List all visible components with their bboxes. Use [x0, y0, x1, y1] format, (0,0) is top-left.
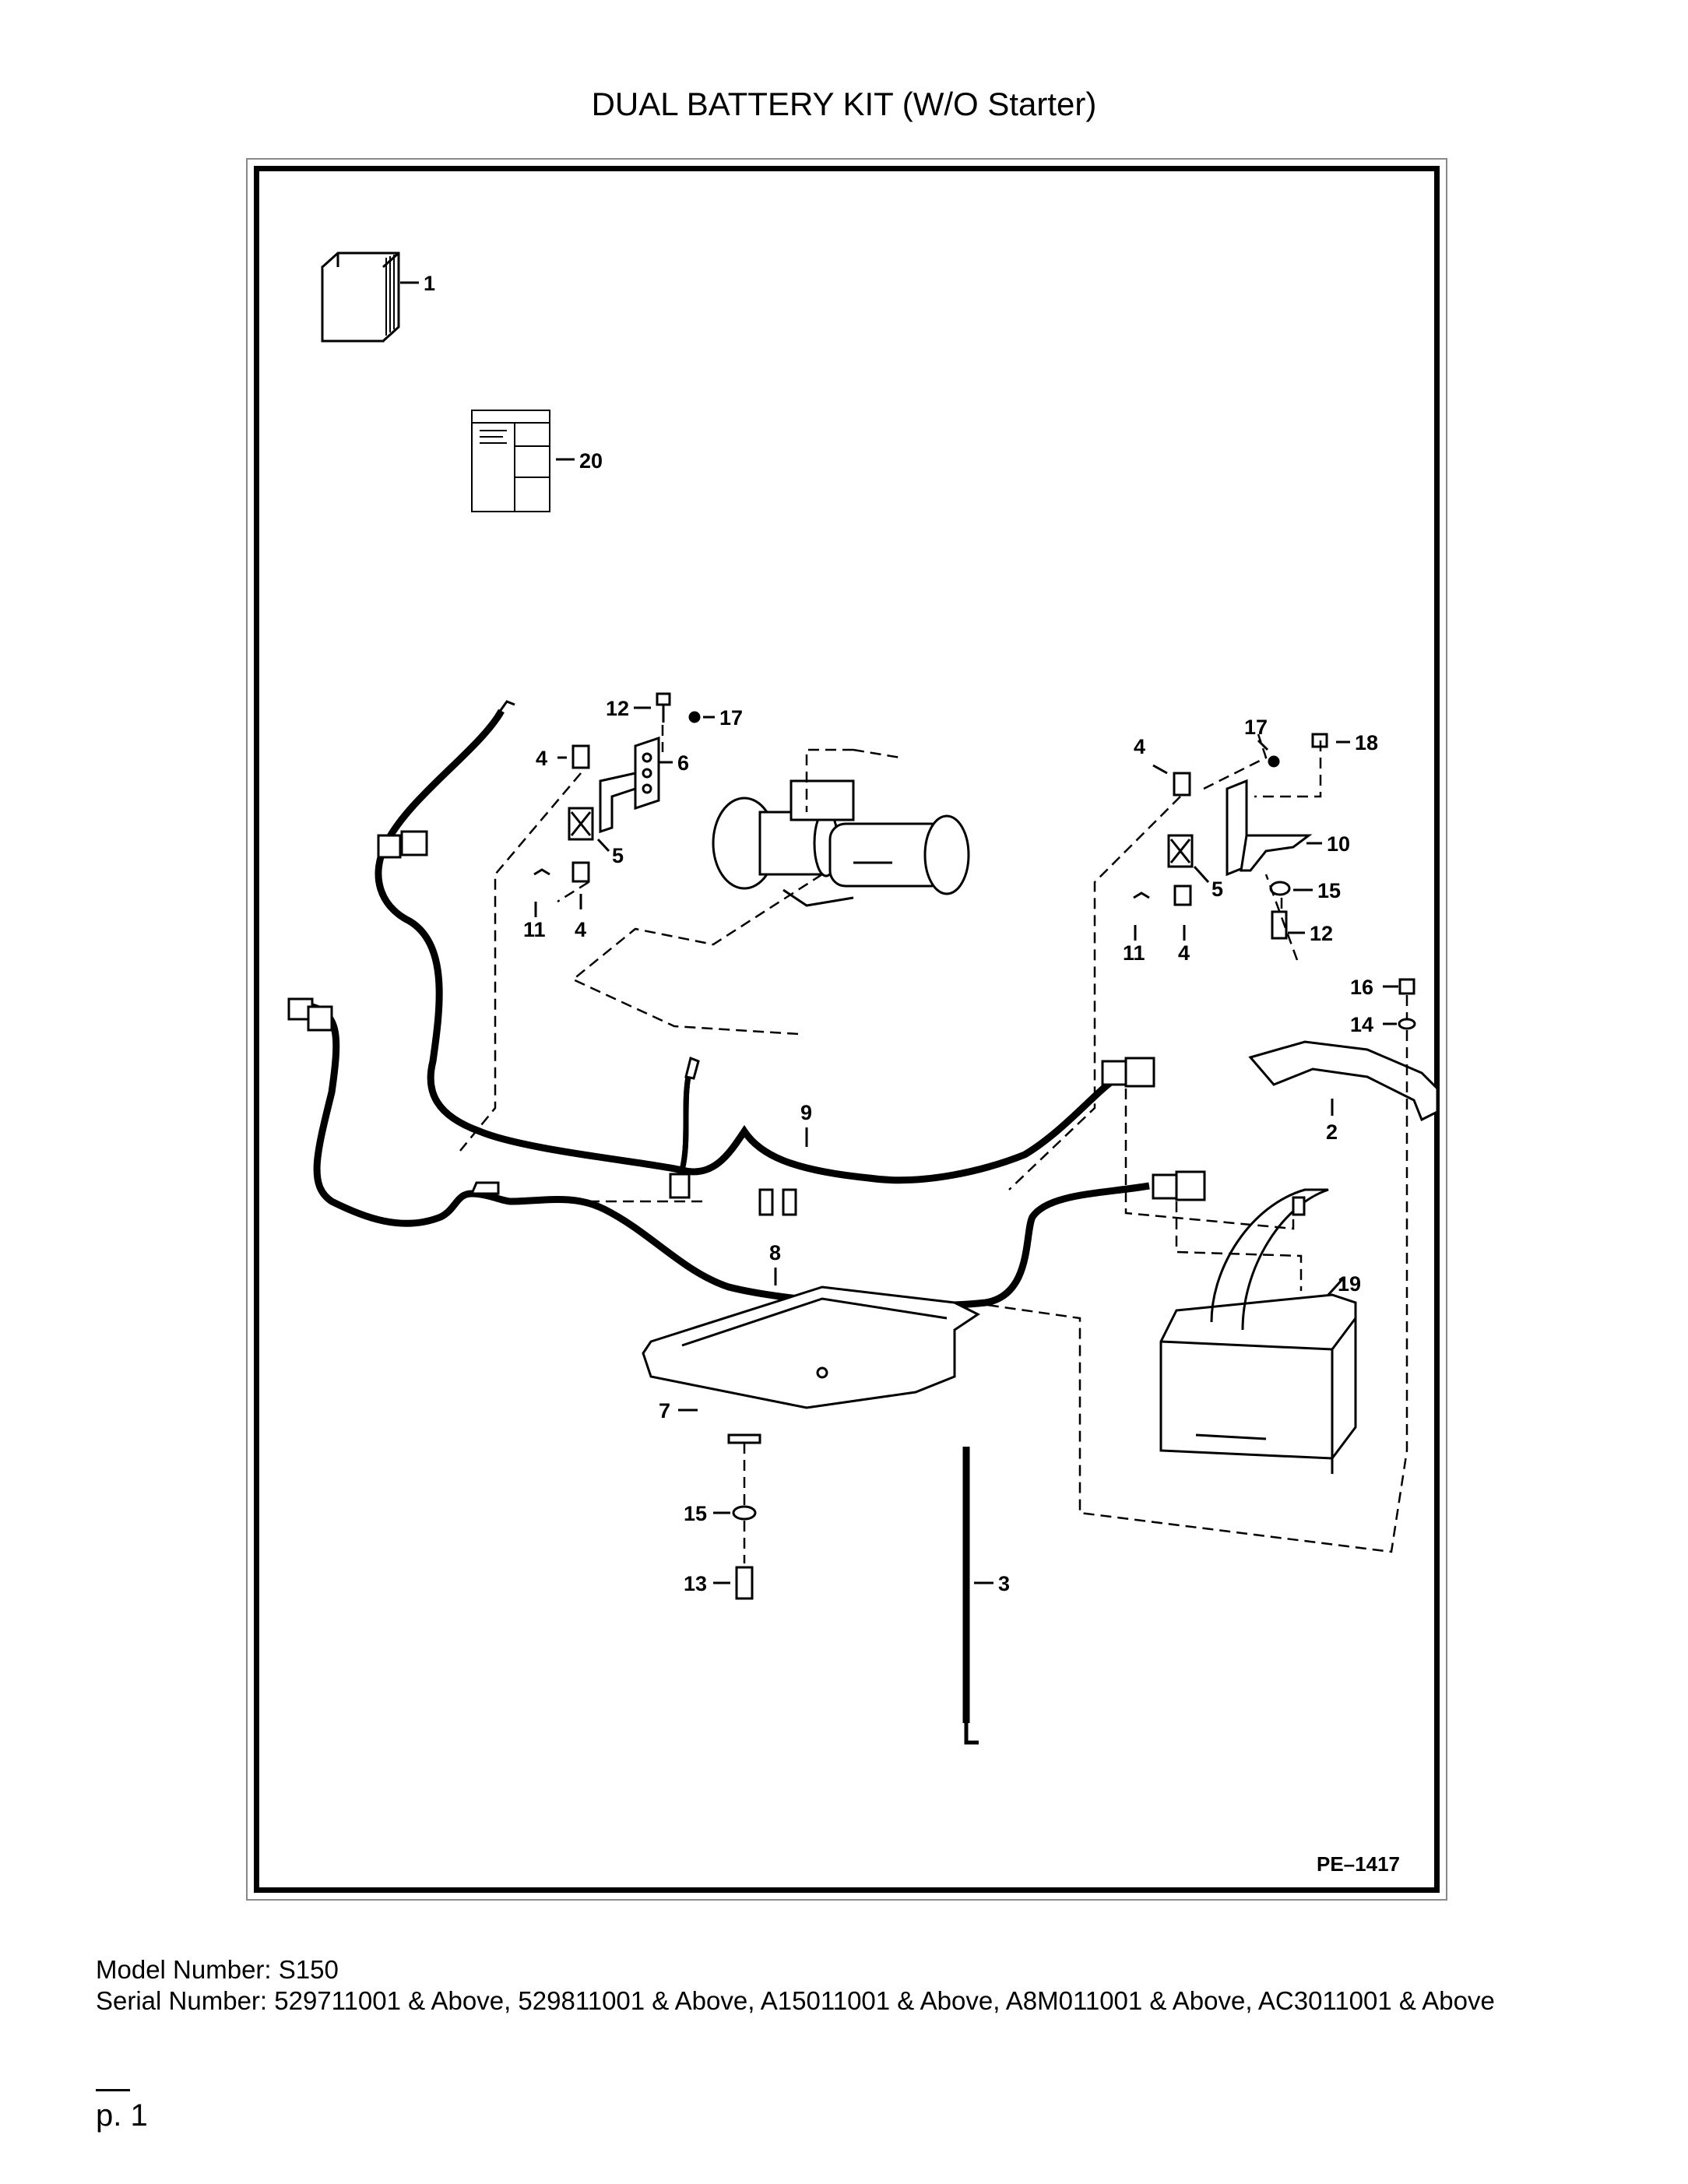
starter-motor — [712, 779, 970, 907]
callout-5b: 5 — [1211, 877, 1223, 901]
callout-11: 11 — [523, 918, 546, 941]
part-19-battery — [1159, 1188, 1357, 1474]
harness-8 — [311, 1003, 1150, 1310]
parts-diagram: 1 20 12 17 4 6 5 11 4 4 17 18 10 15 5 12… — [287, 251, 1439, 1876]
callout-4b: 4 — [575, 918, 586, 941]
part-1-box — [321, 251, 400, 343]
callout-19: 19 — [1338, 1272, 1361, 1296]
callout-8: 8 — [769, 1241, 781, 1264]
callout-13: 13 — [684, 1572, 707, 1595]
serial-number: Serial Number: 529711001 & Above, 529811… — [96, 1986, 1495, 2015]
diagram-border — [254, 166, 1440, 1893]
part-10-bracket — [1226, 779, 1313, 877]
page-title: DUAL BATTERY KIT (W/O Starter) — [591, 86, 1097, 122]
callout-4c: 4 — [1134, 735, 1145, 758]
harness-9 — [375, 709, 1142, 1184]
callout-6: 6 — [677, 751, 689, 775]
part-6-bracket — [599, 736, 660, 834]
callout-20: 20 — [579, 449, 603, 473]
callout-12b: 12 — [1310, 922, 1333, 945]
callout-7: 7 — [659, 1399, 670, 1423]
callout-1: 1 — [424, 272, 435, 295]
callout-14: 14 — [1350, 1013, 1373, 1036]
callout-12: 12 — [606, 697, 629, 720]
callout-4d: 4 — [1178, 941, 1190, 965]
callout-17: 17 — [719, 706, 743, 730]
callout-15b: 15 — [684, 1502, 707, 1525]
drawing-code: PE–1417 — [1317, 1852, 1400, 1876]
fuse-holder-right — [1133, 772, 1194, 906]
page-number: p. 1 — [96, 2098, 148, 2133]
callout-4: 4 — [536, 747, 547, 770]
fuse-holder-left — [533, 744, 594, 883]
diagram-frame — [246, 158, 1447, 1901]
callout-10: 10 — [1327, 832, 1350, 856]
callout-16: 16 — [1350, 976, 1373, 999]
part-7-tray — [642, 1285, 980, 1444]
callout-18: 18 — [1355, 731, 1378, 754]
callout-5: 5 — [612, 844, 624, 867]
footer-divider — [96, 2089, 130, 2091]
callout-2: 2 — [1326, 1120, 1338, 1144]
part-3-jbolt — [962, 1447, 979, 1745]
model-number: Model Number: S150 — [96, 1955, 339, 1984]
bolt-12-top — [656, 692, 671, 723]
callout-15: 15 — [1317, 879, 1341, 902]
callout-11b: 11 — [1123, 941, 1145, 965]
callout-3: 3 — [998, 1572, 1010, 1595]
callout-9: 9 — [800, 1101, 812, 1124]
callout-17b: 17 — [1244, 716, 1268, 739]
part-2-clamp — [1248, 1040, 1439, 1122]
callout-labels: 1 20 12 17 4 6 5 11 4 4 17 18 10 15 5 12… — [424, 272, 1378, 1595]
part-20-manual — [471, 410, 550, 512]
